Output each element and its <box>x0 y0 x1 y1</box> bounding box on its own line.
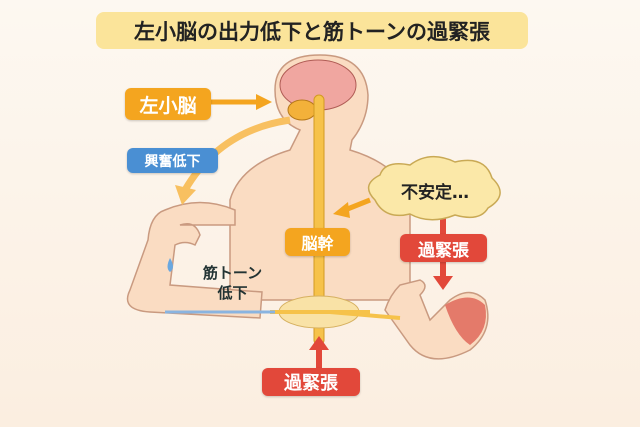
sweat-drop-icon <box>167 258 173 272</box>
label-excitation-down: 興奮低下 <box>127 148 218 173</box>
arrow-up-red-head <box>309 336 329 350</box>
tense-muscle <box>445 297 486 345</box>
label-cerebellum: 左小脳 <box>125 88 211 120</box>
arrow-cerebellum-head <box>256 94 272 110</box>
arrow-to-brainstem-head <box>333 202 350 218</box>
left-arm <box>126 201 263 319</box>
label-tone-down: 筋トーン 低下 <box>195 263 270 303</box>
cerebellum-shape <box>287 99 317 121</box>
label-hypertonus-right: 過緊張 <box>400 234 487 262</box>
page-title: 左小脳の出力低下と筋トーンの過緊張 <box>96 12 528 49</box>
arrow-to-brainstem <box>344 197 371 213</box>
arrow-curve-down-head <box>175 185 196 205</box>
arrow-down-red-head <box>433 276 453 290</box>
label-unstable: 不安定… <box>401 183 469 203</box>
label-brainstem: 脳幹 <box>285 228 350 256</box>
unstable-cloud <box>367 156 501 221</box>
tone-down-line1: 筋トーン <box>202 264 263 282</box>
nerve-branches <box>270 310 401 320</box>
label-hypertonus-bottom: 過緊張 <box>262 368 360 396</box>
tone-down-line2: 低下 <box>217 284 248 302</box>
arrow-curve-down <box>181 116 291 192</box>
